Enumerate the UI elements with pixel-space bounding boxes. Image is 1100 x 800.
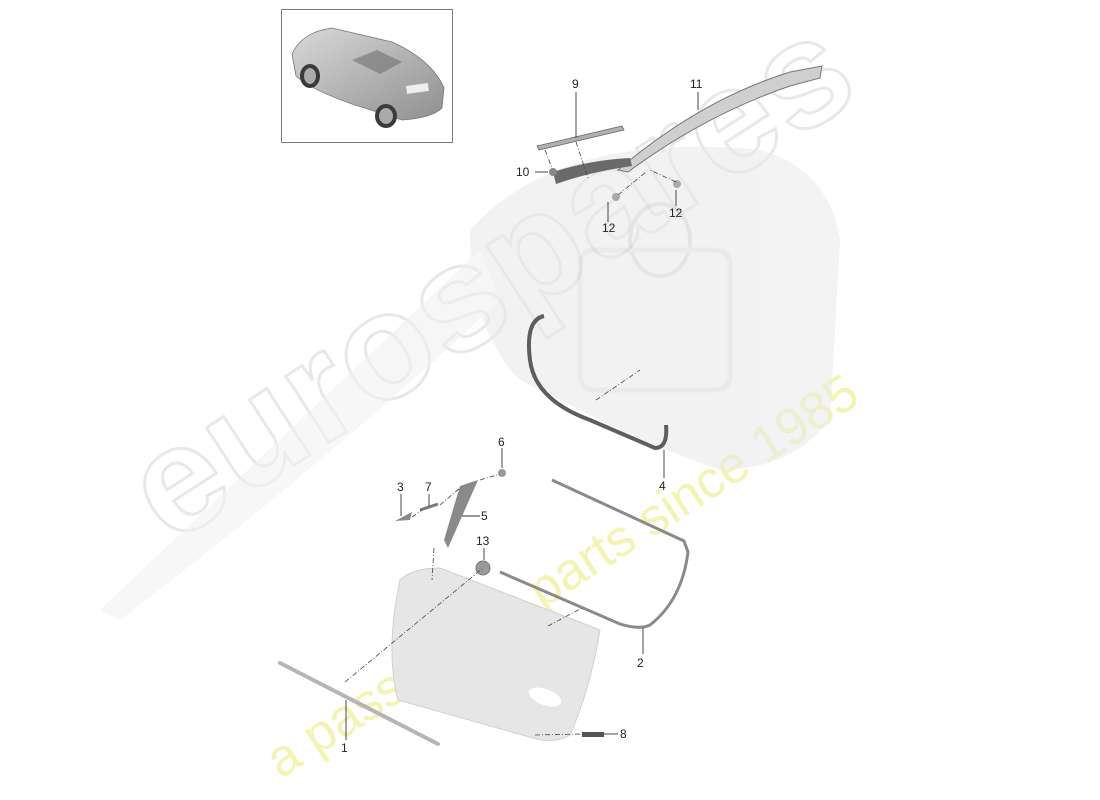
car-icon [291,27,445,128]
callout-11[interactable]: 11 [690,77,703,91]
callout-9[interactable]: 9 [572,77,579,91]
callout-8[interactable]: 8 [620,727,627,741]
vehicle-overview-thumbnail[interactable] [281,9,453,143]
callout-2[interactable]: 2 [637,656,644,670]
callout-13[interactable]: 13 [476,534,490,548]
callout-12a[interactable]: 12 [602,221,616,235]
callout-3[interactable]: 3 [397,480,404,494]
callout-5[interactable]: 5 [481,509,488,523]
callout-4[interactable]: 4 [659,479,666,493]
car-body-outline [100,146,840,620]
callout-12b[interactable]: 12 [669,206,683,220]
callout-7[interactable]: 7 [425,480,432,494]
callout-6[interactable]: 6 [498,435,505,449]
callout-1[interactable]: 1 [341,741,348,755]
callout-10[interactable]: 10 [516,165,530,179]
